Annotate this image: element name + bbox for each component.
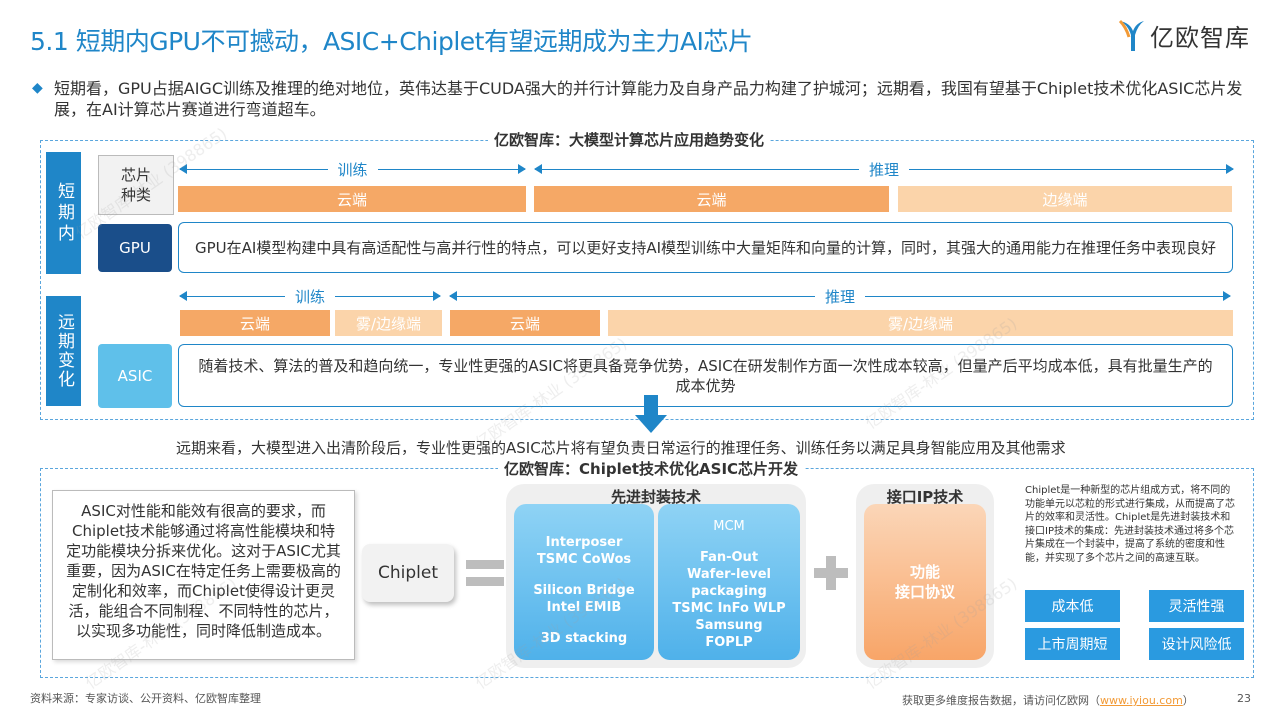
chiplet-label: Chiplet — [362, 544, 454, 602]
long-infer-arrow: 推理 — [449, 286, 1231, 307]
pkg-fan-out: Fan-Out — [699, 550, 759, 565]
asic-description: 随着技术、算法的普及和趋向统一，专业性更强的ASIC将更具备竞争优势，ASIC在… — [178, 344, 1233, 407]
pkg-interposer: Interposer — [545, 535, 623, 550]
pkg-foplp: FOPLP — [705, 635, 753, 650]
pkg-wafer-level: Wafer-level — [687, 567, 771, 582]
intro-bullet: ◆ 短期看，GPU占据AIGC训练及推理的绝对地位，英伟达基于CUDA强大的并行… — [32, 78, 1252, 120]
pkg-packaging: packaging — [691, 584, 767, 599]
long-cell-cloud-infer: 云端 — [450, 310, 600, 336]
page-title: 5.1 短期内GPU不可撼动，ASIC+Chiplet有望远期成为主力AI芯片 — [30, 27, 753, 56]
long-term-label: 远期变化 — [46, 296, 81, 406]
long-cell-edge-infer: 雾/边缘端 — [608, 310, 1233, 336]
chiplet-note: Chiplet是一种新型的芯片组成方式，将不同的功能单元以芯粒的形式进行集成，从… — [1025, 485, 1235, 564]
footer-source: 资料来源：专家访谈、公开资料、亿欧智库整理 — [30, 692, 261, 705]
pkg-samsung: Samsung — [695, 618, 763, 633]
tag-short-cycle: 上市周期短 — [1025, 628, 1120, 660]
long-infer-label: 推理 — [814, 286, 866, 307]
packaging-col-2: MCM Fan-Out Wafer-level packaging TSMC I… — [658, 504, 800, 660]
footer-link[interactable]: www.iyiou.com — [1100, 694, 1183, 707]
tag-low-cost: 成本低 — [1025, 590, 1120, 622]
gpu-description: GPU在AI模型构建中具有高适配性与高并行性的特点，可以更好支持AI模型训练中大… — [178, 222, 1233, 273]
ip-box: 功能 接口协议 — [864, 504, 986, 660]
pkg-3d-stacking: 3D stacking — [540, 631, 628, 646]
long-train-arrow: 训练 — [179, 286, 441, 307]
short-infer-arrow: 推理 — [534, 159, 1234, 180]
short-cell-cloud-infer: 云端 — [534, 186, 889, 212]
asic-chiplet-explanation: ASIC对性能和能效有很高的要求，而Chiplet技术能够通过将高性能模块和特定… — [52, 490, 355, 660]
gpu-badge: GPU — [98, 224, 172, 272]
chiplet-title: 亿欧智库：Chiplet技术优化ASIC芯片开发 — [498, 458, 805, 479]
brand-logo: 亿欧智库 — [1118, 18, 1250, 53]
long-train-label: 训练 — [284, 286, 336, 307]
logo-mark-icon — [1118, 19, 1144, 51]
down-arrow-icon — [635, 395, 667, 433]
long-cell-cloud-train: 云端 — [180, 310, 330, 336]
ip-title: 接口IP技术 — [886, 488, 964, 506]
short-term-label: 短期内 — [46, 152, 81, 274]
footer-more: 获取更多维度报告数据，请访问亿欧网（www.iyiou.com） — [902, 694, 1194, 707]
tag-low-risk: 设计风险低 — [1149, 628, 1244, 660]
short-infer-label: 推理 — [858, 159, 910, 180]
pkg-tsmc-cowos: TSMC CoWos — [536, 552, 632, 567]
intro-text: 短期看，GPU占据AIGC训练及推理的绝对地位，英伟达基于CUDA强大的并行计算… — [54, 79, 1243, 119]
pkg-mcm: MCM — [713, 519, 745, 534]
short-cell-cloud-train: 云端 — [178, 186, 526, 212]
diamond-bullet-icon: ◆ — [32, 80, 43, 96]
packaging-col-1: Interposer TSMC CoWos Silicon Bridge Int… — [514, 504, 654, 660]
pkg-tsmc-info: TSMC InFo WLP — [672, 601, 786, 616]
logo-text: 亿欧智库 — [1150, 24, 1250, 52]
short-train-arrow: 训练 — [179, 159, 526, 180]
packaging-title: 先进封装技术 — [610, 488, 701, 506]
chip-type-label: 芯片种类 — [98, 155, 174, 215]
short-cell-edge: 边缘端 — [898, 186, 1232, 212]
asic-badge: ASIC — [98, 344, 172, 408]
summary-text: 远期来看，大模型进入出清阶段后，专业性更强的ASIC芯片将有望负责日常运行的推理… — [176, 439, 1066, 457]
short-train-label: 训练 — [327, 159, 378, 180]
ip-protocol: 接口协议 — [894, 583, 955, 601]
equals-icon — [466, 560, 504, 586]
tag-flexible: 灵活性强 — [1149, 590, 1244, 622]
pkg-silicon-bridge: Silicon Bridge — [533, 583, 635, 598]
trend-title: 亿欧智库：大模型计算芯片应用趋势变化 — [488, 129, 771, 150]
plus-icon — [814, 556, 848, 590]
long-cell-edge-train: 雾/边缘端 — [335, 310, 442, 336]
page-number: 23 — [1237, 692, 1251, 705]
ip-function: 功能 — [909, 563, 940, 581]
pkg-intel-emib: Intel EMIB — [546, 600, 622, 615]
